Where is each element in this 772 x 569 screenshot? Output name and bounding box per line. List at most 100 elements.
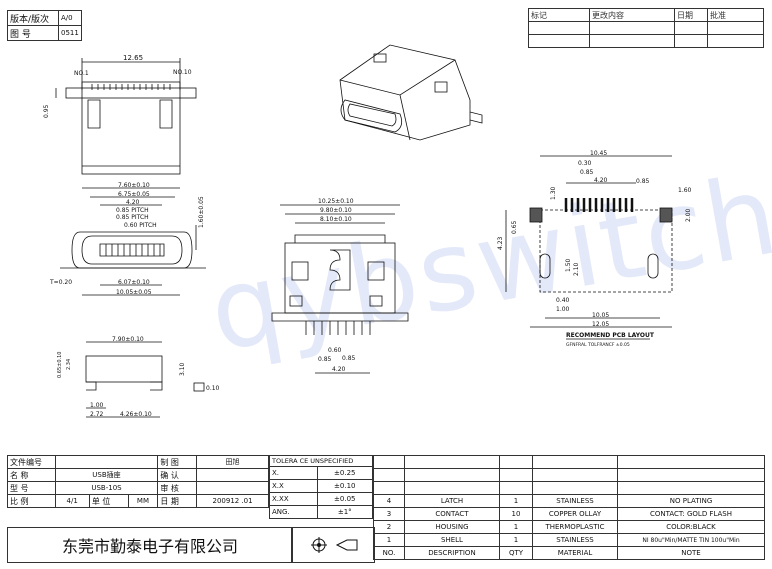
dim-bottom-5: 0.85: [318, 356, 332, 363]
drawn-label: 制 图: [157, 455, 198, 469]
dim-pcb-7: 1.60: [678, 187, 692, 194]
model-value: USB-10S: [54, 481, 159, 495]
date-label: 日 期: [157, 494, 198, 508]
dim-pcb-11: 1.50: [565, 258, 572, 272]
technical-drawing: 12.65 NO.1 NO.10 0.95 7.60±0.10 6.75±0.0…: [43, 44, 692, 418]
bom-table: 4 LATCH 1 STAINLESS NO PLATING 3 CONTACT…: [373, 455, 765, 560]
dim-side-6: 1.00: [90, 402, 104, 409]
bom-row: 1 SHELL 1 STAINLESS NI 80u"Min/MATTE TIN…: [373, 533, 765, 547]
review-label: 审 核: [157, 481, 198, 495]
dim-front-9: 6.07±0.10: [118, 279, 150, 286]
label-no10: NO.10: [173, 69, 192, 76]
dim-pcb-15: 10.05: [592, 312, 609, 319]
bom-qty: 1: [499, 494, 533, 508]
bom-desc: SHELL: [404, 533, 500, 547]
dim-top-height: 0.95: [43, 104, 50, 118]
tol-val: ±0.05: [316, 492, 374, 506]
dim-front-8: T=0.20: [49, 279, 72, 286]
model-label: 型 号: [7, 481, 56, 495]
iso-view: [339, 44, 483, 141]
bom-no: 2: [373, 520, 405, 534]
drawing-no-label: 图 号: [7, 25, 59, 41]
dim-bottom-4: 0.60: [328, 347, 342, 354]
bom-material: STAINLESS: [532, 494, 618, 508]
scale-value: 4/1: [54, 494, 90, 508]
dim-top-width: 12.65: [123, 54, 143, 62]
bom-header-note: NOTE: [617, 546, 765, 560]
dim-bottom-1: 10.25±0.10: [318, 198, 354, 205]
dim-pcb-2: 0.30: [578, 160, 592, 167]
bom-row: 2 HOUSING 1 THERMOPLASTIC COLOR:BLACK: [373, 520, 765, 534]
front-view: 7.60±0.10 6.75±0.05 4.20 0.85 PITCH 0.85…: [49, 182, 206, 296]
side-view: 7.90±0.10 0.65±0.10 2.34 3.10 0.10 1.00 …: [57, 336, 220, 418]
dim-pcb-14: 1.00: [556, 306, 570, 313]
dim-pcb-1: 10.45: [590, 150, 607, 157]
name-label: 名 称: [7, 468, 56, 482]
drawn-value: 田旭: [196, 455, 269, 469]
dim-side-2: 0.65±0.10: [57, 352, 63, 378]
dim-pcb-6: 1.30: [550, 186, 557, 200]
dim-bottom-7: 4.20: [332, 366, 346, 373]
bom-header-material: MATERIAL: [532, 546, 618, 560]
dim-front-2: 6.75±0.05: [118, 191, 150, 198]
bom-note: NO PLATING: [617, 494, 765, 508]
bom-qty: 1: [499, 520, 533, 534]
title-block: 文件编号 制 图 田旭 名 称 USB插座 确 认 型 号 USB-10S 审 …: [7, 455, 269, 508]
tol-key: X.X: [269, 479, 318, 493]
dim-pcb-9: 4.23: [497, 236, 504, 250]
bom-note: CONTACT: GOLD FLASH: [617, 507, 765, 521]
dim-front-1: 7.60±0.10: [118, 182, 150, 189]
dim-front-7: 1.60±0.05: [198, 196, 205, 228]
bom-header-row: NO. DESCRIPTION QTY MATERIAL NOTE: [373, 546, 765, 560]
bom-desc: LATCH: [404, 494, 500, 508]
bom-row: 3 CONTACT 10 COPPER OLLAY CONTACT: GOLD …: [373, 507, 765, 521]
pcb-title: RECOMMEND PCB LAYOUT: [566, 332, 655, 339]
top-view: 12.65 NO.1 NO.10 0.95: [43, 54, 197, 175]
tol-val: ±0.25: [316, 466, 374, 480]
dim-side-5: 0.10: [206, 385, 220, 392]
name-value: USB插座: [54, 468, 159, 482]
projection-symbol-box: [291, 527, 375, 563]
bom-qty: 10: [499, 507, 533, 521]
dim-pcb-4: 4.20: [594, 177, 608, 184]
dim-pcb-16: 12.05: [592, 321, 609, 328]
tol-val: ±0.10: [316, 479, 374, 493]
bom-material: THERMOPLASTIC: [532, 520, 618, 534]
dim-bottom-2: 9.80±0.10: [320, 207, 352, 214]
dim-side-1: 7.90±0.10: [112, 336, 144, 343]
bom-qty: 1: [499, 533, 533, 547]
bottom-view: 10.25±0.10 9.80±0.10 8.10±0.10 0.60 0.85…: [271, 198, 409, 374]
scale-label: 比 例: [7, 494, 56, 508]
dim-pcb-12: 2.10: [573, 262, 580, 276]
bom-note: COLOR:BLACK: [617, 520, 765, 534]
tolerance-table: TOLERA CE UNSPECIFIED X.±0.25 X.X±0.10 X…: [269, 455, 374, 519]
dim-side-7: 2.72: [90, 411, 104, 418]
tol-key: X.XX: [269, 492, 318, 506]
bom-desc: HOUSING: [404, 520, 500, 534]
confirm-label: 确 认: [157, 468, 198, 482]
dim-pcb-8: 2.00: [685, 208, 692, 222]
tol-val: ±1°: [316, 505, 374, 519]
bom-no: 4: [373, 494, 405, 508]
dim-pcb-10: 0.65: [511, 220, 518, 234]
dim-pcb-3: 0.85: [580, 169, 594, 176]
bom-header-qty: QTY: [499, 546, 533, 560]
tol-key: ANG.: [269, 505, 318, 519]
dim-front-5: 0.85 PITCH: [116, 214, 149, 221]
label-no1: NO.1: [74, 70, 89, 77]
dim-front-4: 0.85 PITCH: [116, 207, 149, 214]
bom-row: 4 LATCH 1 STAINLESS NO PLATING: [373, 494, 765, 508]
bom-no: 3: [373, 507, 405, 521]
drawing-no-value: 0511: [58, 25, 82, 41]
dim-bottom-3: 8.10±0.10: [320, 216, 352, 223]
pcb-note: GFNFRAL TOLFRANCF ±0.05: [566, 342, 630, 348]
file-no-label: 文件编号: [7, 455, 56, 469]
dim-front-6: 0.60 PITCH: [124, 222, 157, 229]
dim-side-8: 4.26±0.10: [120, 411, 152, 418]
dim-pcb-13: 0.40: [556, 297, 570, 304]
unit-value: MM: [127, 494, 159, 508]
tolerance-header: TOLERA CE UNSPECIFIED: [269, 455, 373, 467]
pcb-layout: 10.45 0.30 0.85 4.20 0.85 1.30 1.60 2.00…: [497, 150, 692, 348]
date-value: 200912 .01: [196, 494, 269, 508]
dim-front-3: 4.20: [126, 199, 140, 206]
